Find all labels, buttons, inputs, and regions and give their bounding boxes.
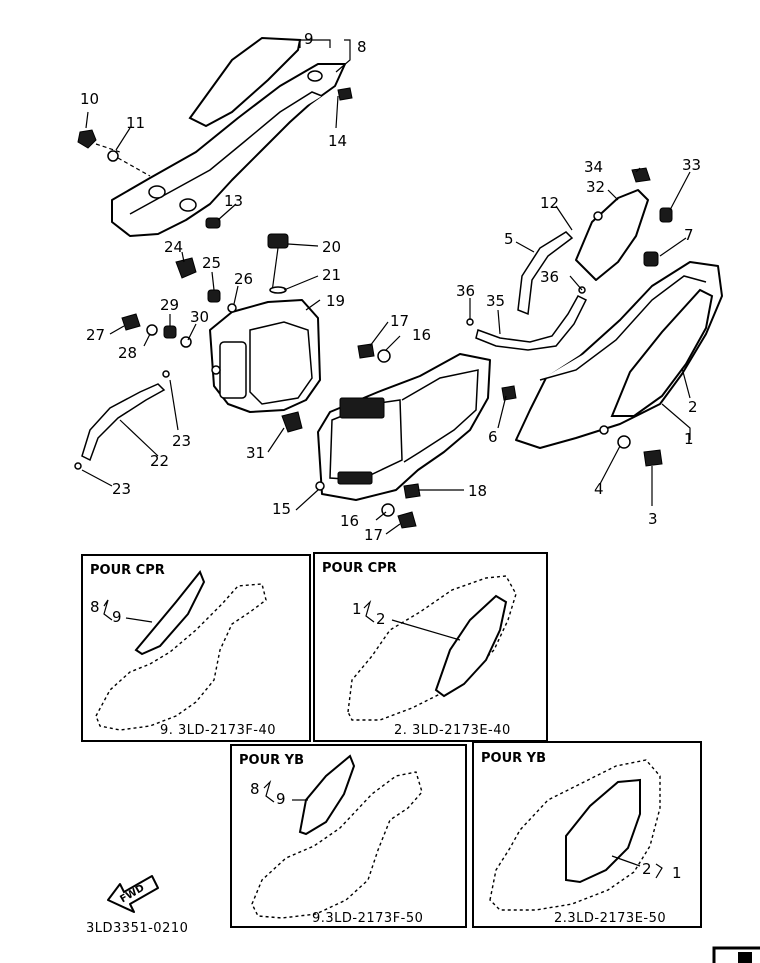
hardware-top-left: [77, 87, 353, 229]
part-number: 3: [648, 510, 658, 528]
part-number: 33: [682, 156, 701, 174]
part-number: 1: [684, 430, 694, 448]
part-number: 17: [364, 526, 383, 544]
part-number: 24: [164, 238, 183, 256]
part-number: 8: [357, 38, 367, 56]
clip: [281, 411, 303, 433]
part-number: 2: [688, 398, 698, 416]
part-number: 18: [468, 482, 487, 500]
part-number: 22: [150, 452, 169, 470]
part-number: 14: [328, 132, 347, 150]
part-number: 7: [684, 226, 694, 244]
part-number: 35: [486, 292, 505, 310]
box-callout: 2: [642, 860, 652, 878]
decal-shape: [565, 778, 641, 884]
box-title: POUR CPR: [90, 563, 165, 578]
left-side-cover: [111, 36, 346, 237]
part-number: 9: [304, 30, 314, 48]
box-title: POUR CPR: [322, 561, 397, 576]
part-number: 19: [326, 292, 345, 310]
box-callout: 8: [90, 598, 100, 616]
variant-box-yb-right: POUR YB 2 1 2.3LD-2173E-50: [472, 741, 702, 928]
right-side-cover: [515, 261, 723, 449]
decal-shape: [434, 594, 508, 698]
variant-box-cpr-left: POUR CPR 8 9 9. 3LD-2173F-40: [81, 554, 311, 742]
page-corner-mark: [712, 946, 760, 963]
part-number: 23: [172, 432, 191, 450]
breather-hose: [74, 370, 170, 470]
part-number: 5: [504, 230, 514, 248]
battery-box: [317, 353, 491, 501]
part-number: 27: [86, 326, 105, 344]
air-filter-case: [209, 299, 321, 413]
part-number: 15: [272, 500, 291, 518]
box-callout: 9: [112, 608, 122, 626]
box-callout: 9: [276, 790, 286, 808]
part-number: 6: [488, 428, 498, 446]
part-number: 16: [340, 512, 359, 530]
decal-shape: [298, 754, 356, 836]
part-number: 28: [118, 344, 137, 362]
part-number: 36: [456, 282, 475, 300]
part-number: 20: [322, 238, 341, 256]
box-callout: 1: [352, 600, 362, 618]
part-number: 10: [80, 90, 99, 108]
part-number: 17: [390, 312, 409, 330]
box-callout: 1: [672, 864, 682, 882]
box-callout: 2: [376, 610, 386, 628]
drawing-code: 3LD3351-0210: [86, 921, 188, 936]
leader-lines: [81, 39, 691, 535]
part-number: 21: [322, 266, 341, 284]
part-number: 29: [160, 296, 179, 314]
dipstick: [267, 233, 289, 294]
part-number: 25: [202, 254, 221, 272]
part-number: 4: [594, 480, 604, 498]
part-number: 23: [112, 480, 131, 498]
part-number: 30: [190, 308, 209, 326]
left-cover-decal: [188, 36, 302, 128]
box-part-code: 9.3LD-2173F-50: [312, 911, 423, 926]
drain-hoses: [466, 231, 588, 351]
part-number: 13: [224, 192, 243, 210]
part-number: 12: [540, 194, 559, 212]
box-callout: 8: [250, 780, 260, 798]
box-part-code: 2. 3LD-2173E-40: [394, 723, 511, 738]
box-title: POUR YB: [481, 751, 546, 766]
part-number: 32: [586, 178, 605, 196]
fwd-arrow: FWD: [107, 875, 159, 913]
box-part-code: 9. 3LD-2173F-40: [160, 723, 276, 738]
part-number: 16: [412, 326, 431, 344]
hardware-center-left: [121, 257, 237, 348]
variant-box-yb-left: POUR YB 8 9 9.3LD-2173F-50: [230, 744, 467, 928]
part-number: 31: [246, 444, 265, 462]
right-cover-decal: [610, 288, 714, 417]
part-number: 11: [126, 114, 145, 132]
part-number: 26: [234, 270, 253, 288]
box-title: POUR YB: [239, 753, 304, 768]
variant-box-cpr-right: POUR CPR 1 2 2. 3LD-2173E-40: [313, 552, 548, 742]
part-number: 34: [584, 158, 603, 176]
part-number: 36: [540, 268, 559, 286]
box-part-code: 2.3LD-2173E-50: [554, 911, 666, 926]
decal-shape: [134, 570, 206, 656]
part-numbers: 9 8 10 11 14 13 20 21 19 24 25 26 27 28 …: [80, 30, 701, 544]
